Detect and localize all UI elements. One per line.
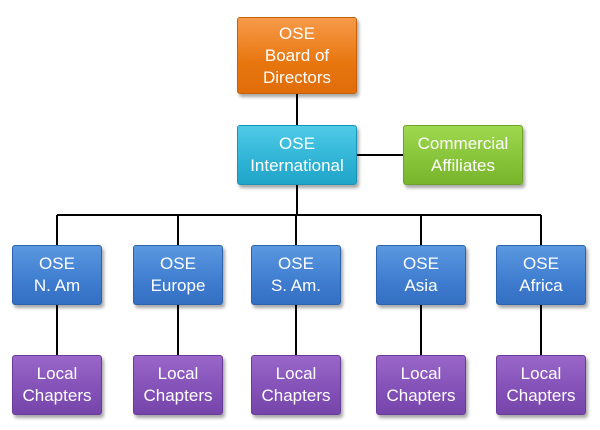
chapter-line2: Chapters xyxy=(506,386,576,405)
chapter-box-europe: Local Chapters xyxy=(133,355,223,415)
board-of-directors-box: OSE Board of Directors xyxy=(237,17,357,94)
chapter-line2: Chapters xyxy=(22,386,92,405)
region-line2: Asia xyxy=(404,276,438,295)
chapter-line1: Local xyxy=(275,364,317,383)
board-line2: Board of xyxy=(264,45,330,65)
chapter-line2: Chapters xyxy=(143,386,213,405)
commercial-affiliates-box: Commercial Affiliates xyxy=(403,125,523,185)
chapter-box-n-am: Local Chapters xyxy=(12,355,102,415)
region-box-europe: OSE Europe xyxy=(133,245,223,305)
region-line1: OSE xyxy=(39,254,75,273)
region-line1: OSE xyxy=(403,254,439,273)
affiliates-line1: Commercial xyxy=(417,134,509,153)
region-line2: S. Am. xyxy=(270,276,322,295)
region-line2: Africa xyxy=(519,276,563,295)
chapter-line1: Local xyxy=(400,364,442,383)
board-line1: OSE xyxy=(279,23,315,43)
region-box-asia: OSE Asia xyxy=(376,245,466,305)
chapter-box-s-am: Local Chapters xyxy=(251,355,341,415)
chapter-line1: Local xyxy=(520,364,562,383)
region-line1: OSE xyxy=(160,254,196,273)
region-line2: Europe xyxy=(150,276,206,295)
board-line3: Directors xyxy=(262,67,331,87)
international-line1: OSE xyxy=(279,134,315,153)
region-box-n-am: OSE N. Am xyxy=(12,245,102,305)
region-box-africa: OSE Africa xyxy=(496,245,586,305)
chapter-line1: Local xyxy=(36,364,78,383)
chapter-box-africa: Local Chapters xyxy=(496,355,586,415)
international-box: OSE International xyxy=(237,125,357,185)
region-line1: OSE xyxy=(523,254,559,273)
chapter-box-asia: Local Chapters xyxy=(376,355,466,415)
chapter-line2: Chapters xyxy=(261,386,331,405)
affiliates-line2: Affiliates xyxy=(431,156,495,175)
region-line2: N. Am xyxy=(33,276,81,295)
chapter-line1: Local xyxy=(157,364,199,383)
international-line2: International xyxy=(250,156,344,175)
region-box-s-am: OSE S. Am. xyxy=(251,245,341,305)
region-line1: OSE xyxy=(278,254,314,273)
chapter-line2: Chapters xyxy=(386,386,456,405)
